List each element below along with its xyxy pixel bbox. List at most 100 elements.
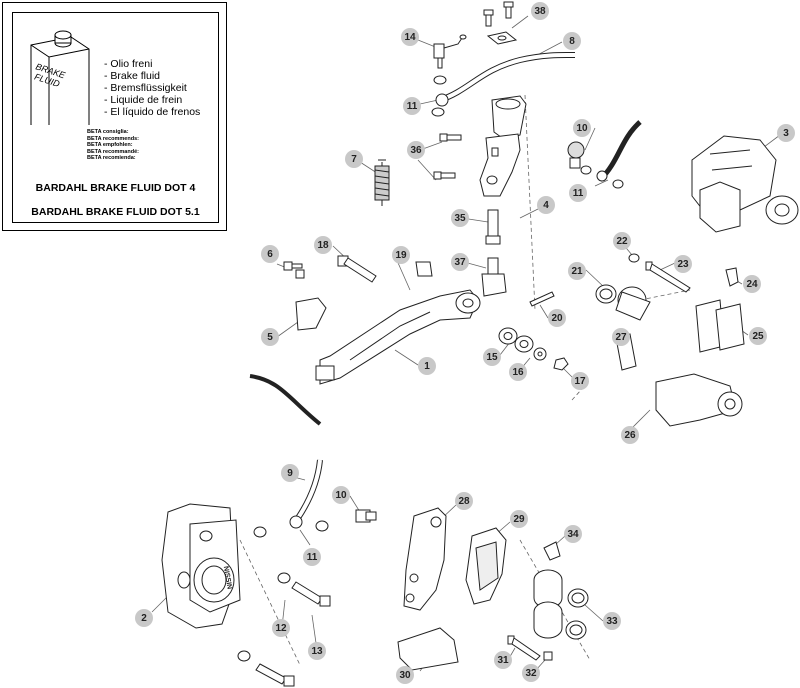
part-1-brake-pedal <box>315 289 481 385</box>
pedal-hose-end <box>249 374 322 426</box>
callout-19: 19 <box>392 246 410 264</box>
fluid-recommend-de: BETA empfohlen: <box>87 142 133 149</box>
part-24-bleeder <box>725 267 739 287</box>
callout-22: 22 <box>613 232 631 250</box>
fluid-language-fr: - Liquide de frein <box>104 94 183 106</box>
part-11-washer-front-a <box>253 526 267 538</box>
fluid-recommend-en: BETA recommends: <box>87 135 139 142</box>
callout-16: 16 <box>509 363 527 381</box>
fluid-language-de: - Bremsflüssigkeit <box>104 82 187 94</box>
callout-35: 35 <box>451 209 469 227</box>
part-9-front-brake-hose <box>289 459 323 529</box>
callout-24: 24 <box>743 275 761 293</box>
part-19-clip <box>415 261 433 277</box>
rear-master-cylinder <box>479 95 527 197</box>
caliper-brand-label: NISSIN <box>222 566 233 590</box>
callout-5: 5 <box>261 328 279 346</box>
part-12-washer-b <box>237 650 251 662</box>
part-21-seal-piston <box>595 284 651 321</box>
callout-29: 29 <box>510 510 528 528</box>
part-11-washer-upper <box>433 75 447 85</box>
callout-1: 1 <box>418 357 436 375</box>
callout-13: 13 <box>308 642 326 660</box>
callout-26: 26 <box>621 426 639 444</box>
callout-37: 37 <box>451 253 469 271</box>
rear-hose-caliper-end <box>596 120 642 182</box>
fluid-language-it: - Olio freni <box>104 58 153 70</box>
fluid-language-en: - Brake fluid <box>104 70 161 82</box>
callout-32: 32 <box>522 664 540 682</box>
callout-30: 30 <box>396 666 414 684</box>
callout-20: 20 <box>548 309 566 327</box>
part-14-banjo-fitting <box>433 34 467 69</box>
part-8-rear-brake-hose <box>435 51 576 107</box>
fluid-product-dot4: BARDAHL BRAKE FLUID DOT 4 <box>35 182 196 194</box>
part-11-washer-lower <box>431 107 445 117</box>
part-35-push-rod <box>485 209 501 245</box>
callout-3: 3 <box>777 124 795 142</box>
part-28-front-bracket <box>403 507 447 611</box>
part-6-screws <box>283 261 305 279</box>
part-17-nut <box>553 357 569 371</box>
callout-9: 9 <box>281 464 299 482</box>
callout-18: 18 <box>314 236 332 254</box>
callout-11-front: 11 <box>303 548 321 566</box>
part-10-bleeder-upper <box>567 141 585 169</box>
part-18-pivot-bolt <box>337 255 377 283</box>
callout-21: 21 <box>568 262 586 280</box>
fluid-language-es: - El líquido de frenos <box>104 106 201 118</box>
fluid-recommend-it: BETA consiglia: <box>87 129 129 135</box>
part-26-caliper-bracket <box>655 373 743 427</box>
part-31-pad-pin <box>507 635 541 661</box>
callout-7: 7 <box>345 150 363 168</box>
callout-31: 31 <box>494 651 512 669</box>
fluid-recommend-fr: BETA recommandé: <box>87 148 139 155</box>
fluid-recommend-es: BETA recomienda: <box>87 155 136 162</box>
callout-23: 23 <box>674 255 692 273</box>
part-3-rear-caliper <box>691 135 799 233</box>
part-7-return-spring <box>374 159 390 206</box>
callout-11-upper: 11 <box>403 97 421 115</box>
part-38-reservoir-cap <box>483 1 518 45</box>
callout-4: 4 <box>537 196 555 214</box>
callout-15: 15 <box>483 348 501 366</box>
callout-6: 6 <box>261 245 279 263</box>
brake-fluid-note-frame <box>12 12 219 223</box>
part-2-front-caliper: NISSIN <box>161 503 241 629</box>
callout-36: 36 <box>407 141 425 159</box>
part-13-caliper-bolts <box>255 581 331 687</box>
part-15-bushings <box>498 327 534 353</box>
callout-34: 34 <box>564 525 582 543</box>
callout-11-right: 11 <box>569 184 587 202</box>
part-23-pad-pin <box>645 261 691 293</box>
callout-10-front: 10 <box>332 486 350 504</box>
callout-14: 14 <box>401 28 419 46</box>
part-37-clevis <box>481 257 507 297</box>
part-30-anti-rattle-spring <box>397 627 459 671</box>
part-34-bleeder-front <box>543 541 561 561</box>
part-10-bleeder-front <box>355 509 377 523</box>
part-29-front-pads <box>465 527 507 605</box>
callout-8: 8 <box>563 32 581 50</box>
callout-25: 25 <box>749 327 767 345</box>
part-36-mounting-bolts <box>433 133 462 180</box>
part-12-washer-a <box>277 572 291 584</box>
part-32-plug <box>543 651 553 661</box>
leader-lines <box>151 15 781 672</box>
callout-33: 33 <box>603 612 621 630</box>
part-25-rear-pads <box>695 299 745 353</box>
callout-10-upper: 10 <box>573 119 591 137</box>
part-11-washer-front-b <box>315 520 329 532</box>
part-20-cotter-pin <box>529 291 555 307</box>
callout-17: 17 <box>571 372 589 390</box>
part-33-pistons-seals <box>533 569 589 640</box>
part-5-pedal-guard <box>295 297 327 331</box>
part-22-plug <box>628 253 640 263</box>
fluid-language-list: - Olio freni - Brake fluid - Bremsflüssi… <box>104 58 200 118</box>
fluid-product-dot51: BARDAHL BRAKE FLUID DOT 5.1 <box>31 206 200 218</box>
part-11-washer-caliper-b <box>612 179 624 189</box>
callout-27: 27 <box>612 328 630 346</box>
brake-fluid-can-icon: BRAKE FLUID <box>30 30 90 125</box>
